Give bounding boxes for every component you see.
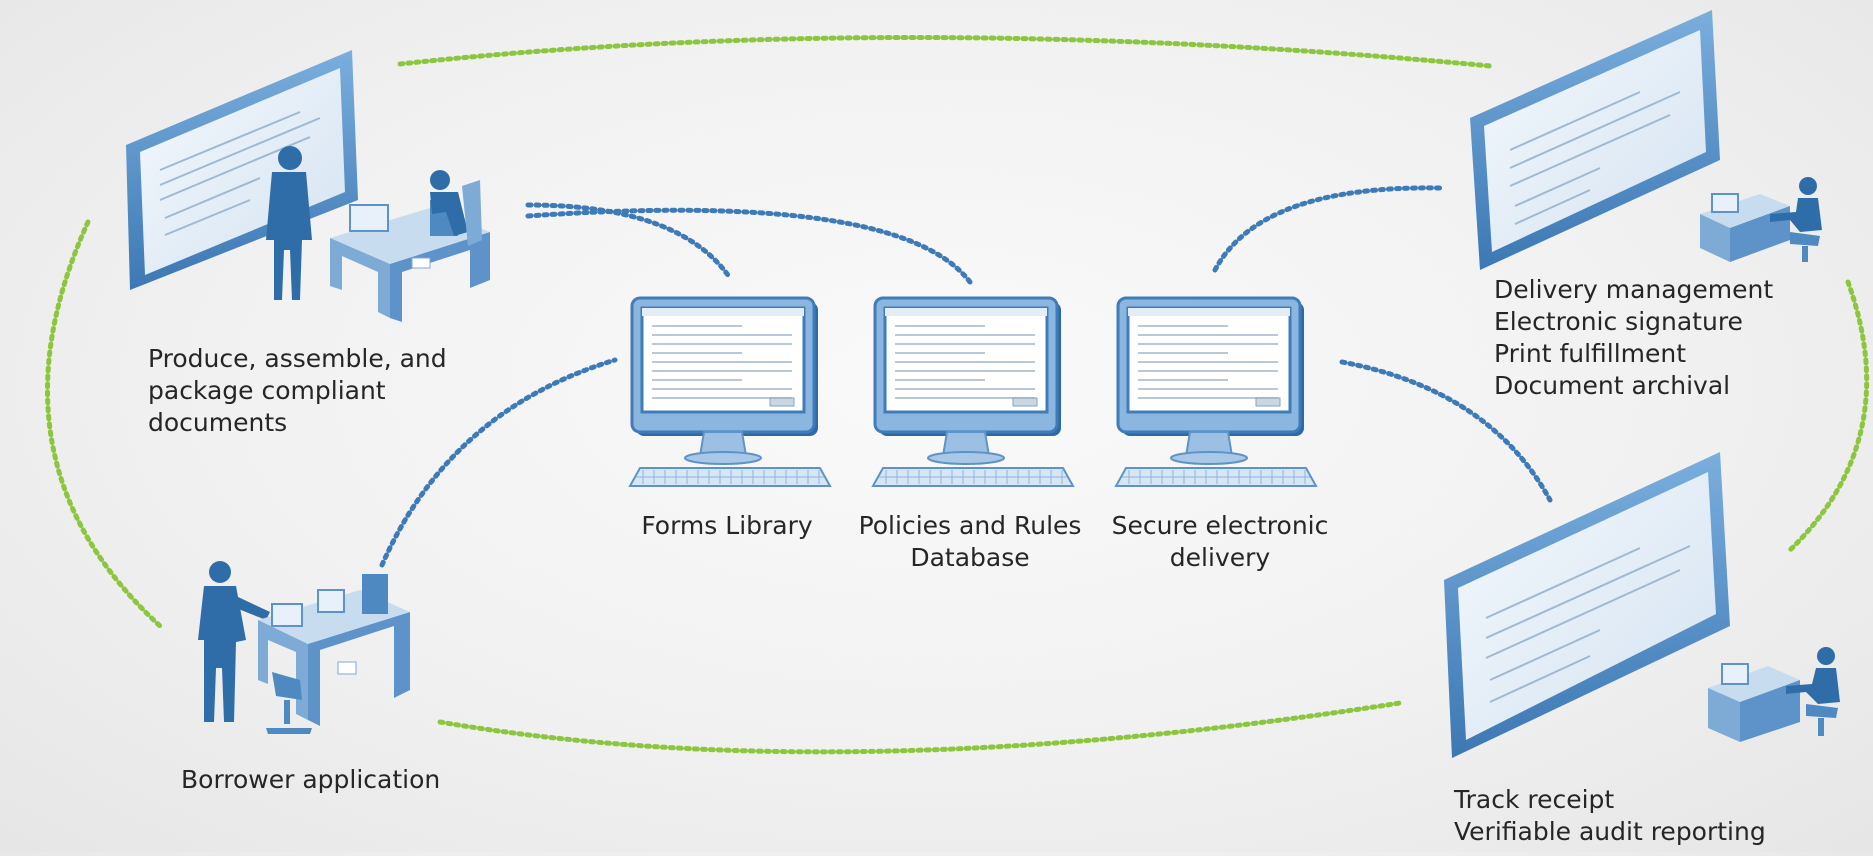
label-policies: Policies and Rules Database <box>855 510 1085 574</box>
connector-borrower-forms <box>379 357 618 568</box>
label-track-line-2: Verifiable audit reporting <box>1454 817 1766 846</box>
label-secure-line-1: Secure electronic <box>1111 511 1329 540</box>
connector-secure-track <box>1339 359 1553 503</box>
connector-secure-delivery <box>1212 185 1443 273</box>
label-borrower: Borrower application <box>181 764 440 796</box>
label-forms-line-1: Forms Library <box>641 511 813 540</box>
label-produce: Produce, assemble, and package compliant… <box>148 343 447 439</box>
label-secure-line-2: delivery <box>1169 543 1271 572</box>
center-monitors <box>628 296 1318 487</box>
secure-delivery-computer-icon <box>1114 296 1318 487</box>
outer-connector-right <box>1785 279 1870 555</box>
label-delivery: Delivery management Electronic signature… <box>1494 274 1773 402</box>
label-policies-line-2: Database <box>910 543 1030 572</box>
label-delivery-line-3: Print fulfillment <box>1494 339 1687 368</box>
inner-connectors <box>379 185 1553 568</box>
presenter-and-desk-worker-icon <box>126 50 490 322</box>
label-policies-line-1: Policies and Rules <box>858 511 1082 540</box>
label-secure: Secure electronic delivery <box>1105 510 1335 574</box>
large-screen-with-workstation-icon <box>1470 10 1822 270</box>
label-delivery-line-2: Electronic signature <box>1494 307 1743 336</box>
label-track: Track receipt Verifiable audit reporting <box>1454 784 1766 848</box>
label-produce-line-3: documents <box>148 408 288 437</box>
connector-produce-policies <box>525 207 973 285</box>
policies-database-computer-icon <box>871 296 1075 487</box>
label-delivery-line-1: Delivery management <box>1494 275 1774 304</box>
connector-produce-forms <box>525 202 733 281</box>
outer-connector-left <box>45 219 163 629</box>
forms-library-computer-icon <box>628 296 832 487</box>
label-produce-line-2: package compliant <box>148 376 386 405</box>
outer-connector-top <box>397 35 1493 69</box>
large-screen-with-workstation-icon-2 <box>1444 452 1840 758</box>
outer-connector-loop <box>45 35 1870 755</box>
label-forms: Forms Library <box>627 510 827 542</box>
label-track-line-1: Track receipt <box>1454 785 1615 814</box>
label-delivery-line-4: Document archival <box>1494 371 1731 400</box>
outer-connector-bottom <box>437 700 1403 755</box>
label-produce-line-1: Produce, assemble, and <box>148 344 447 373</box>
label-borrower-line-1: Borrower application <box>181 765 441 794</box>
borrower-desk-icon <box>198 561 410 734</box>
